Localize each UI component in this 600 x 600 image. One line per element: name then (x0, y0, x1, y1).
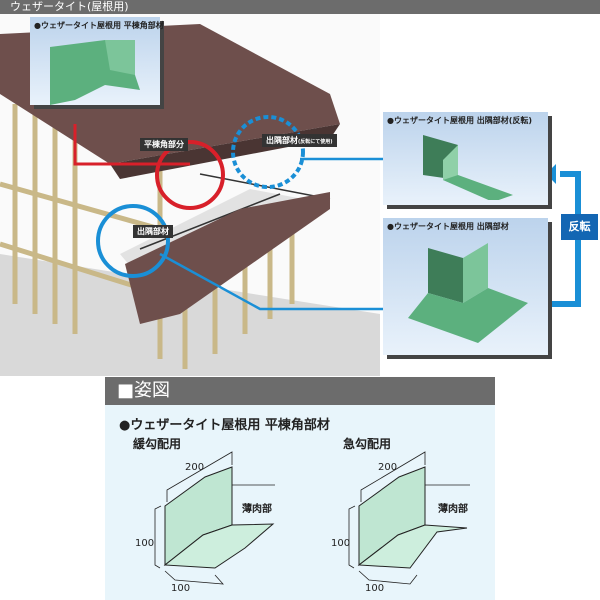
page-header: ウェザータイト(屋根用) (0, 0, 600, 14)
product-title: ●ウェザータイト屋根用 平棟角部材 (119, 418, 330, 433)
dim-side: 100 (331, 538, 351, 549)
thin-part-label: 薄肉部 (438, 504, 468, 515)
ridge-corner-part-image (50, 40, 140, 105)
callout-outer-corner-flipped: 出隅部材(反転にて使用) (262, 134, 337, 147)
dim-bottom: 100 (365, 583, 385, 594)
outer-corner-flipped-image (423, 135, 513, 200)
dim-top: 200 (378, 462, 398, 473)
panel-title: ●ウェザータイト屋根用 出隅部材(反転) (387, 116, 533, 125)
callout-note: (反転にて使用) (298, 139, 333, 145)
outer-corner-image (408, 243, 528, 343)
part-line-drawings (154, 451, 470, 585)
house-framing-drawing (0, 14, 581, 376)
house-illustration: ●ウェザータイト屋根用 平棟角部材 平棟角部分 出隅部材(反転にて使用) 出隅部… (0, 14, 600, 376)
callout-text: 出隅部材 (266, 136, 298, 145)
panel-outer-corner: ●ウェザータイト屋根用 出隅部材 (383, 218, 548, 355)
callout-ridge-corner: 平棟角部分 (140, 138, 188, 151)
variant-label-low-slope: 緩勾配用 (133, 437, 182, 451)
panel-title: ●ウェザータイト屋根用 出隅部材 (387, 222, 509, 231)
variant-label-steep-slope: 急勾配用 (343, 437, 392, 451)
flip-label: 反転 (561, 214, 598, 240)
inset-title: ●ウェザータイト屋根用 平棟角部材 (34, 21, 164, 30)
dim-top: 200 (185, 462, 205, 473)
inset-ridge-corner-part: ●ウェザータイト屋根用 平棟角部材 (30, 17, 164, 105)
panel-outer-corner-flipped: ●ウェザータイト屋根用 出隅部材(反転) (383, 112, 548, 205)
flip-arrow-icon (546, 164, 556, 184)
dim-side: 100 (135, 538, 155, 549)
dimension-drawings: ●ウェザータイト屋根用 平棟角部材 緩勾配用 200 薄肉部 100 100 急… (105, 405, 495, 600)
callout-outer-corner: 出隅部材 (133, 225, 173, 238)
section-header: ■姿図 (105, 377, 495, 405)
thin-part-label: 薄肉部 (242, 504, 272, 515)
dim-bottom: 100 (171, 583, 191, 594)
